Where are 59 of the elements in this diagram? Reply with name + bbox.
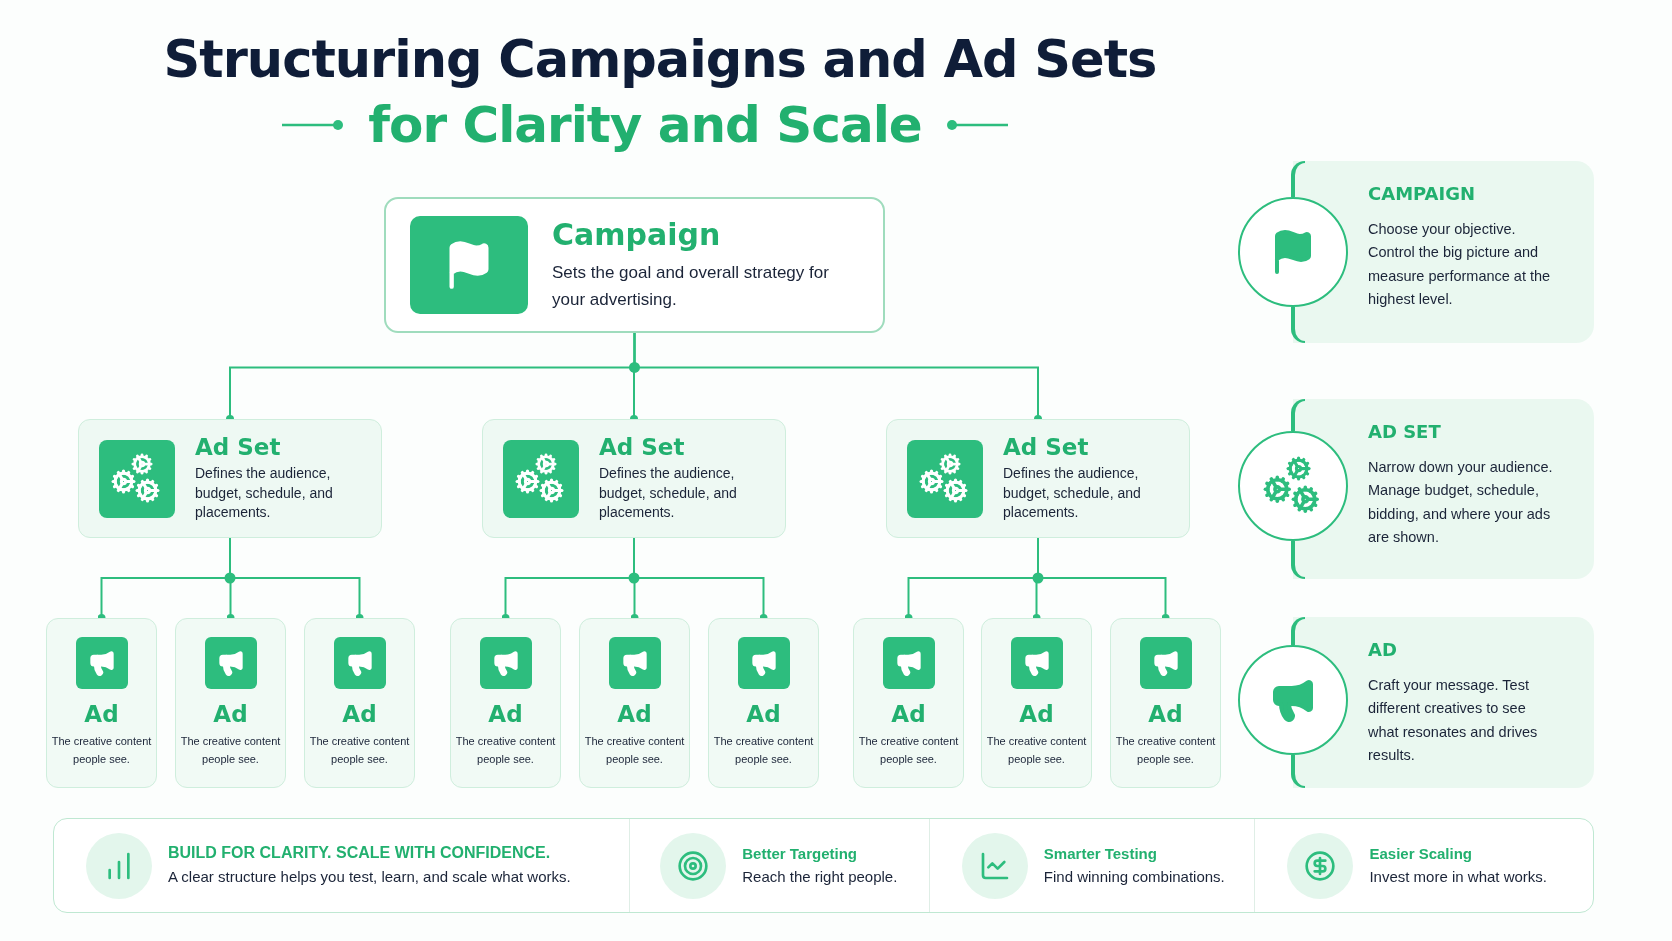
card-heading: Ad bbox=[1019, 701, 1054, 727]
card-heading: Ad bbox=[488, 701, 523, 727]
box-description: Defines the audience, budget, schedule, and placements. bbox=[195, 464, 334, 523]
card-heading: Ad bbox=[342, 701, 377, 727]
title: Structuring Campaigns and Ad Sets bbox=[162, 30, 1158, 89]
card-description: The creative content people see. bbox=[985, 734, 1088, 767]
ad-card bbox=[708, 618, 819, 788]
card-heading: CAMPAIGN bbox=[1368, 183, 1477, 204]
box-heading: Ad Set bbox=[599, 434, 686, 461]
card-description: The creative content people see. bbox=[583, 734, 686, 767]
card-description: The creative content people see. bbox=[712, 734, 815, 767]
ad-card bbox=[46, 618, 157, 788]
benefit-heading: Better Targeting bbox=[742, 844, 858, 862]
subtitle: for Clarity and Scale bbox=[368, 96, 922, 154]
card-heading: Ad bbox=[746, 701, 781, 727]
benefit-heading: Easier Scaling bbox=[1369, 844, 1473, 862]
benefit-heading: BUILD FOR CLARITY. SCALE WITH CONFIDENCE. bbox=[168, 844, 552, 863]
card-description: Craft your message. Test different creatives to see what resonates and drives results. bbox=[1368, 676, 1539, 766]
benefit-description: Find winning combinations. bbox=[1043, 866, 1225, 887]
info-card bbox=[1238, 399, 1594, 579]
card-heading: Ad bbox=[617, 701, 652, 727]
campaign-box bbox=[384, 197, 885, 333]
card-heading: Ad bbox=[891, 701, 926, 727]
ad-set-box bbox=[78, 419, 382, 538]
info-card bbox=[1238, 161, 1594, 343]
card-heading: AD bbox=[1368, 639, 1398, 660]
ad-card bbox=[450, 618, 561, 788]
box-heading: Campaign bbox=[552, 217, 722, 253]
card-heading: AD SET bbox=[1368, 421, 1442, 442]
box-description: Sets the goal and overall strategy for your advertising. bbox=[552, 262, 830, 311]
card-heading: Ad bbox=[1148, 701, 1183, 727]
box-description: Defines the audience, budget, schedule, and placements. bbox=[599, 464, 738, 523]
ad-card bbox=[1110, 618, 1221, 788]
ad-card bbox=[853, 618, 964, 788]
box-description: Defines the audience, budget, schedule, and placements. bbox=[1003, 464, 1142, 523]
benefits-bar bbox=[53, 818, 1594, 913]
benefit-heading: Smarter Testing bbox=[1043, 844, 1158, 862]
ad-set-box bbox=[886, 419, 1190, 538]
benefit-description: Invest more in what works. bbox=[1369, 866, 1547, 887]
card-heading: Ad bbox=[84, 701, 119, 727]
card-description: The creative content people see. bbox=[1114, 734, 1217, 767]
card-description: The creative content people see. bbox=[857, 734, 960, 767]
card-description: Choose your objective. Control the big picture and measure performance at the highest level. bbox=[1368, 220, 1552, 310]
card-description: The creative content people see. bbox=[50, 734, 153, 767]
card-description: The creative content people see. bbox=[179, 734, 282, 767]
card-heading: Ad bbox=[213, 701, 248, 727]
ad-card bbox=[304, 618, 415, 788]
box-heading: Ad Set bbox=[1003, 434, 1090, 461]
ad-set-box bbox=[482, 419, 786, 538]
card-description: Narrow down your audience. Manage budget, schedule, bidding, and where your ads are shown. bbox=[1368, 458, 1554, 548]
ad-card bbox=[175, 618, 286, 788]
benefit-description: Reach the right people. bbox=[742, 866, 898, 887]
ad-card bbox=[981, 618, 1092, 788]
card-description: The creative content people see. bbox=[454, 734, 557, 767]
benefit-description: A clear structure helps you test, learn, and scale what works. bbox=[168, 867, 571, 887]
card-description: The creative content people see. bbox=[308, 734, 411, 767]
box-heading: Ad Set bbox=[195, 434, 282, 461]
ad-card bbox=[579, 618, 690, 788]
info-card bbox=[1238, 617, 1594, 788]
